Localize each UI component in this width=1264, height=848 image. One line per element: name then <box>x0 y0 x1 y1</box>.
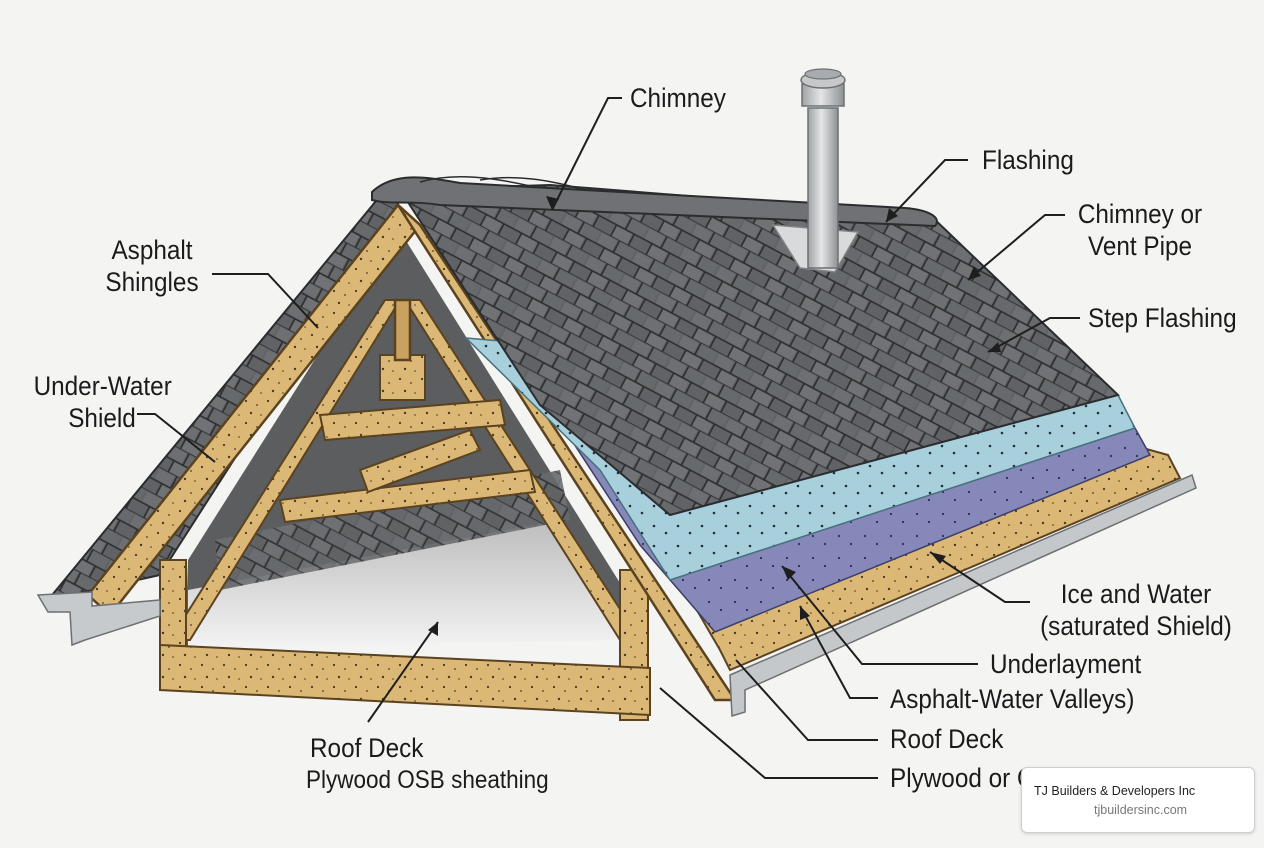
under-water-shield-label: Under-Water Shield <box>33 370 172 434</box>
roof-deck-left-label: Roof Deck <box>310 733 424 763</box>
underlayment-leader <box>781 565 978 665</box>
asphalt-shingles-line-1: Asphalt <box>111 235 193 265</box>
asphalt-shingles-label: Asphalt Shingles <box>102 234 203 298</box>
ice-and-water-line-2: (saturated Shield) <box>1040 611 1232 641</box>
asphalt-shingles-leader <box>212 273 319 329</box>
roof-deck-right-leader <box>735 659 878 741</box>
ice-water-leader <box>929 551 1030 603</box>
asphalt-water-valleys-label: Asphalt-Water Valleys) <box>890 684 1135 714</box>
under-water-shield-line-1: Under-Water <box>33 371 172 401</box>
step-flashing-leader <box>987 317 1080 353</box>
attic-interior <box>185 228 640 648</box>
leader-arrowheads <box>428 196 1001 636</box>
company-website: tjbuildersinc.com <box>1094 803 1188 817</box>
asphalt-shingles-line-2: Shingles <box>105 267 199 297</box>
ice-and-water-line-1: Ice and Water <box>1060 579 1212 609</box>
chimney-leader <box>551 97 622 211</box>
underlayment-label: Underlayment <box>990 649 1142 679</box>
step-flashing-label: Step Flashing <box>1088 303 1237 333</box>
chimney-or-vent-pipe-label: Chimney or Vent Pipe <box>1077 198 1203 262</box>
credit-card: TJ Builders & Developers Inc tjbuildersi… <box>1021 767 1255 833</box>
chimney-or-vent-pipe-line-1: Chimney or <box>1077 199 1203 229</box>
company-name: TJ Builders & Developers Inc <box>1034 784 1196 798</box>
vent-pipe-leader <box>967 214 1065 281</box>
roof-deck-left-leader <box>367 621 439 723</box>
under-water-shield-leader <box>137 413 216 463</box>
flashing-leader <box>885 159 968 223</box>
ice-and-water-label: Ice and Water (saturated Shield) <box>1039 578 1233 642</box>
plywood-osb-sheathing-label: Plywood OSB sheathing <box>306 766 549 794</box>
roof-deck-right-label: Roof Deck <box>890 724 1004 754</box>
under-water-shield-line-2: Shield <box>68 403 136 433</box>
chimney-or-vent-pipe-line-2: Vent Pipe <box>1087 231 1193 261</box>
ridge-cap <box>371 176 938 228</box>
leader-lines <box>137 97 1080 779</box>
chimney-label: Chimney <box>630 83 726 113</box>
right-roof-slope <box>398 183 1120 517</box>
vent-pipe <box>771 68 860 273</box>
plywood-leader <box>659 687 878 779</box>
gutters <box>36 473 1197 718</box>
valleys-leader <box>799 605 878 699</box>
flashing-label: Flashing <box>982 145 1074 175</box>
